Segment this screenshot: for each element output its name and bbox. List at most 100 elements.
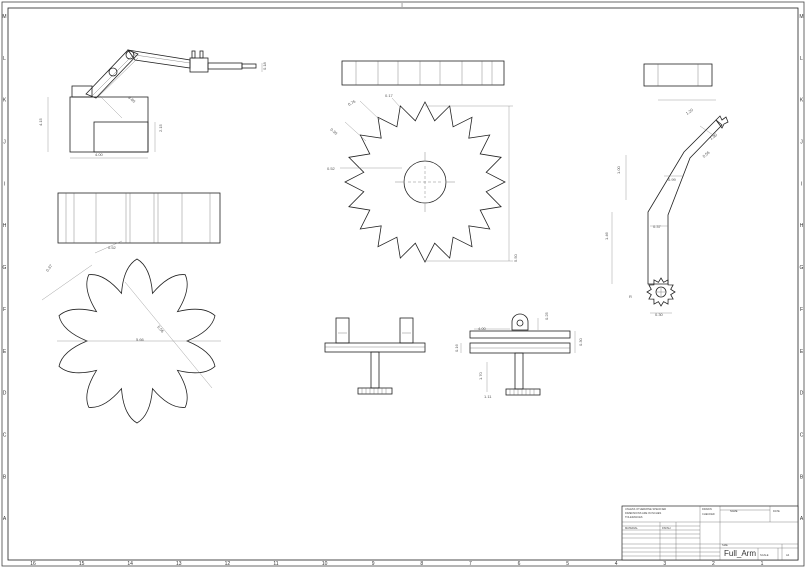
zone-row-c: C [3, 432, 7, 438]
arm-base-cap [71, 85, 93, 98]
zone-row-b: B [3, 474, 7, 480]
dim-base-gear: 1.11 [484, 394, 492, 399]
base-side-top [469, 330, 571, 339]
zone-col-6: 6 [518, 561, 521, 567]
roller-body [57, 192, 221, 244]
zone-row-f-right: F [800, 307, 803, 313]
sheet-inner-border [7, 7, 799, 561]
dim-base-shaft: 1.70 [478, 371, 483, 380]
base-front-plate [324, 342, 426, 353]
view-base-front [324, 317, 426, 395]
small-block-body [643, 63, 713, 87]
zone-row-e-right: E [800, 349, 804, 355]
zone-row-g: G [3, 265, 7, 271]
gear-strip-body [341, 60, 505, 86]
title-block-size: A4 [786, 553, 790, 557]
title-block-name: Full_Arm [724, 549, 756, 558]
zone-row-d: D [3, 391, 7, 397]
base-front-shaft [370, 351, 380, 389]
svg-text:DRAWN: DRAWN [702, 507, 712, 511]
zone-col-10: 10 [322, 561, 328, 567]
zone-col-11: 11 [273, 561, 278, 567]
dim-arm-grip: 0.18 [262, 61, 267, 70]
zone-row-g-right: G [800, 265, 804, 271]
zone-col-12: 12 [225, 561, 231, 567]
zone-row-c-right: C [800, 432, 804, 438]
dim-gear-diameter: 5.50 [513, 253, 518, 262]
zone-col-15: 15 [79, 561, 85, 567]
zone-col-1: 1 [761, 561, 764, 567]
zone-col-13: 13 [176, 561, 182, 567]
dim-base-plate: 0.30 [578, 337, 583, 346]
view-roller [57, 192, 221, 244]
zone-row-a: A [3, 516, 7, 522]
zone-col-14: 14 [127, 561, 133, 567]
base-side-lug [511, 313, 529, 331]
zone-row-k: K [3, 98, 7, 104]
zone-row-j-right: J [800, 140, 803, 146]
link-arm-pivot [655, 286, 667, 298]
zone-row-e: E [3, 349, 7, 355]
dim-link-hole: R [629, 294, 632, 299]
dim-link-mid: 0.99 [668, 177, 677, 182]
dim-link-bar: 0.37 [653, 224, 662, 229]
zone-row-i-right: I [801, 181, 802, 187]
zone-col-4: 4 [615, 561, 618, 567]
large-gear-bore [403, 160, 447, 204]
zone-row-a-right: A [800, 516, 804, 522]
arm-link-lower [85, 49, 139, 99]
svg-text:FINISH: FINISH [662, 526, 671, 530]
arm-wrist [189, 57, 209, 73]
arm-base-block [69, 96, 149, 153]
zone-col-5: 5 [566, 561, 569, 567]
arm-base-slot [93, 121, 149, 153]
base-side-gear [505, 388, 541, 396]
base-side-shaft [514, 352, 524, 390]
svg-text:CHECKED: CHECKED [702, 512, 715, 516]
dim-link-width: 1.00 [709, 132, 719, 141]
zone-col-7: 7 [469, 561, 472, 567]
dim-link-upper: 1.00 [616, 165, 621, 174]
dim-arm-slot: 2.15 [158, 123, 163, 132]
base-front-post-right [399, 317, 414, 344]
dim-star-tooth: 0.52 [108, 245, 117, 250]
zone-col-3: 3 [663, 561, 666, 567]
dim-star-pitch: 0.37 [45, 263, 54, 273]
dim-base-thick: 0.16 [454, 343, 459, 352]
zone-row-k-right: K [800, 98, 804, 104]
zone-col-2: 2 [712, 561, 715, 567]
top-center-mark: ǀ [401, 3, 402, 9]
dim-arm-height: 4.15 [38, 117, 43, 126]
dim-gear-tooth: 0.76 [347, 98, 357, 107]
arm-link-upper [127, 49, 191, 69]
zone-row-j: J [3, 140, 6, 146]
view-gear-strip [341, 60, 505, 86]
link-arm-body [647, 119, 723, 285]
zone-row-f: F [3, 307, 6, 313]
svg-text:MATERIAL: MATERIAL [625, 526, 638, 530]
svg-text:DIMENSIONS ARE IN INCHES: DIMENSIONS ARE IN INCHES [625, 511, 661, 515]
base-front-post-left [335, 317, 350, 344]
dim-base-lug: 0.25 [544, 311, 549, 320]
title-block: UNLESS OTHERWISE SPECIFIED DIMENSIONS AR… [621, 505, 799, 561]
view-base-side: 4.00 0.25 0.30 0.16 1.70 1.11 [454, 311, 583, 399]
zone-row-b-right: B [800, 474, 804, 480]
base-front-gear [357, 387, 393, 395]
svg-text:NAME: NAME [730, 509, 738, 513]
dim-arm-base-width: 4.00 [95, 152, 104, 157]
svg-text:SCALE: SCALE [760, 553, 769, 557]
view-large-gear: 0.30 0.76 0.17 0.52 5.50 [327, 93, 518, 263]
arm-gripper [207, 62, 243, 70]
dim-link-top: 1.20 [685, 107, 695, 116]
svg-text:DATE: DATE [773, 509, 780, 513]
star-gear-outline [58, 258, 216, 424]
dim-gear-bore: 0.52 [327, 166, 336, 171]
zone-col-8: 8 [420, 561, 423, 567]
dim-link-lower: 1.46 [604, 231, 609, 240]
zone-row-d-right: D [800, 391, 804, 397]
